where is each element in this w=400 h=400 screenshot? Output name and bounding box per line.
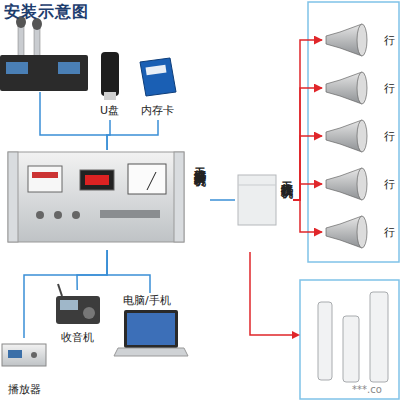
memory-card xyxy=(140,58,176,96)
horn-speaker xyxy=(326,168,362,200)
device-node: 无线广播发射机 xyxy=(5,150,210,250)
device-node: 无线接收机 xyxy=(235,160,293,240)
signal-connector xyxy=(77,250,107,290)
radio-speaker xyxy=(83,307,95,319)
signal-connector xyxy=(24,250,107,338)
signal-connector xyxy=(293,40,322,200)
signal-connector xyxy=(107,120,110,150)
knob xyxy=(36,211,44,219)
device-node: 电脑/手机 xyxy=(115,293,185,373)
display xyxy=(58,62,80,74)
receiver-box xyxy=(238,175,276,225)
digital-readout xyxy=(85,175,109,185)
device-node: 行 xyxy=(322,212,398,252)
device-node: 播放器 xyxy=(0,338,48,398)
horn-mouth xyxy=(357,24,367,56)
horn-mouth xyxy=(357,168,367,200)
horn-speaker xyxy=(326,72,362,104)
device-node: 行 xyxy=(322,20,398,60)
device-label: U盘 xyxy=(100,103,119,118)
signal-wire xyxy=(250,252,296,335)
laptop-display xyxy=(127,313,175,345)
horn-mouth xyxy=(357,120,367,152)
horn-speaker xyxy=(326,24,362,56)
horn-mouth xyxy=(357,216,367,248)
knob xyxy=(72,211,80,219)
analog-meter xyxy=(128,164,166,194)
watermark: ***.co xyxy=(352,384,382,395)
knob xyxy=(54,211,62,219)
device-node: U盘 xyxy=(92,45,128,120)
signal-connector xyxy=(210,199,235,201)
laptop-base xyxy=(114,348,188,356)
device-label: 电脑/手机 xyxy=(123,293,171,308)
arrow-head xyxy=(292,331,300,339)
laptop-screen xyxy=(124,310,178,348)
device-label: 播放器 xyxy=(8,382,41,397)
device-label: 行 xyxy=(384,225,395,240)
digital-meter xyxy=(80,170,114,190)
knob xyxy=(31,352,37,358)
box-seam xyxy=(238,185,276,186)
meter-needle xyxy=(147,172,156,190)
device-label: 无线接收机 xyxy=(278,172,295,177)
player-display xyxy=(8,350,22,358)
column-speaker xyxy=(370,292,388,382)
signal-connector xyxy=(107,120,158,150)
device-label: 行 xyxy=(384,81,395,96)
radio xyxy=(56,296,100,324)
device-node: 收音机 xyxy=(50,290,105,348)
signal-connector xyxy=(293,184,322,200)
column-speaker xyxy=(318,302,332,380)
player xyxy=(2,344,46,366)
horn-speakers xyxy=(326,24,367,248)
device-node: 行 xyxy=(322,68,398,108)
panel-led xyxy=(32,172,58,178)
signal-connector xyxy=(293,88,322,200)
radio-antenna xyxy=(58,284,62,296)
signal-connector xyxy=(107,250,150,293)
signal-wire xyxy=(40,92,107,135)
device-label: 无线广播发射机 xyxy=(191,158,208,165)
speaker-frame xyxy=(300,280,399,399)
horn-speaker xyxy=(326,216,362,248)
device-node: 行 xyxy=(322,164,398,204)
button-row xyxy=(100,210,160,218)
display xyxy=(6,62,28,74)
device-label: 收音机 xyxy=(61,330,94,345)
column-speaker xyxy=(343,316,359,382)
horn-mouth xyxy=(357,72,367,104)
device-label: 内存卡 xyxy=(141,103,174,118)
diagram-title: 安装示意图 xyxy=(4,2,89,23)
panel-display xyxy=(28,166,62,192)
device-label: 行 xyxy=(384,33,395,48)
speaker-frame xyxy=(308,2,399,262)
device-label: 行 xyxy=(384,177,395,192)
transmitter-body xyxy=(8,152,184,242)
mic-receiver xyxy=(0,55,88,91)
horn-speaker xyxy=(326,120,362,152)
rack-ear xyxy=(174,152,184,242)
signal-connector xyxy=(293,200,322,232)
device-label: 行 xyxy=(384,129,395,144)
radio-display xyxy=(60,300,78,310)
device-node: 内存卡 xyxy=(132,50,184,120)
signal-connector xyxy=(293,136,322,200)
usb-plug xyxy=(104,92,116,100)
card-sticker xyxy=(146,65,167,76)
rack-ear xyxy=(8,152,18,242)
device-node: 行 xyxy=(322,116,398,156)
usb-drive xyxy=(101,52,119,96)
